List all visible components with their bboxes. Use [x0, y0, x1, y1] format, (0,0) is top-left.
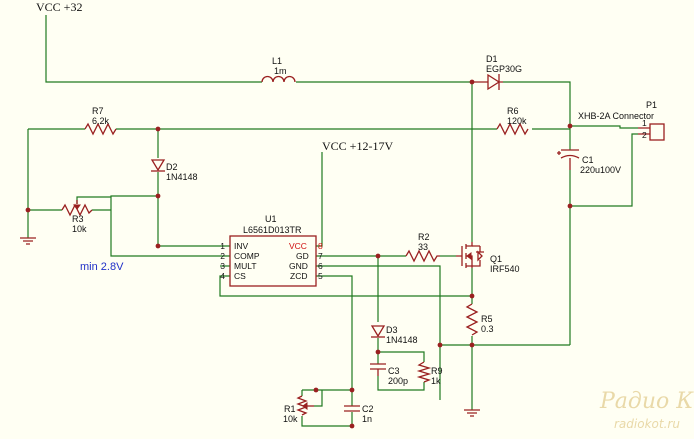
watermark-url: radiokot.ru: [614, 417, 680, 431]
l1-ref: L1: [272, 56, 282, 66]
resistor-r6: R6 120k: [496, 106, 529, 136]
p1-ref: P1: [646, 100, 657, 110]
resistor-r5: R5 0.3: [465, 303, 494, 336]
r3-ref: R3: [72, 214, 84, 224]
r9-value: 1k: [431, 376, 441, 386]
r2-ref: R2: [418, 232, 430, 242]
diode-d2: D2 1N4148: [150, 159, 198, 182]
pin-3-name: MULT: [234, 261, 257, 271]
watermark-logo: Радио КОТ: [599, 389, 694, 414]
d3-value: 1N4148: [386, 335, 418, 345]
resistor-r7: R7 6.2k: [84, 106, 117, 136]
pin-7-num: 7: [318, 251, 323, 261]
c3-ref: C3: [388, 366, 400, 376]
p1-pin-1: 1: [642, 118, 647, 128]
pin-6-num: 6: [318, 261, 323, 271]
pin-2-num: 2: [220, 251, 225, 261]
pin-3-num: 3: [220, 261, 225, 271]
diode-d3: D3 1N4148: [370, 325, 418, 345]
r5-value: 0.3: [481, 324, 494, 334]
capacitor-c2: C2 1n: [344, 404, 374, 424]
q1-value: IRF540: [490, 264, 520, 274]
ground-symbol-left: [20, 237, 36, 245]
potentiometer-r1: R1 10k: [283, 395, 314, 424]
diode-d1: D1 EGP30G: [472, 54, 522, 91]
pin-2-name: COMP: [234, 251, 260, 261]
p1-pin-2: 2: [642, 130, 647, 140]
d2-value: 1N4148: [166, 172, 198, 182]
r1-value: 10k: [283, 414, 298, 424]
d2-ref: D2: [166, 162, 178, 172]
pin-4-name: CS: [234, 271, 246, 281]
r2-value: 33: [418, 242, 428, 252]
pin-6-name: GND: [289, 261, 308, 271]
r7-ref: R7: [92, 106, 104, 116]
min-voltage-note: min 2.8V: [80, 261, 124, 273]
inductor-l1: L1 1m: [261, 56, 296, 83]
vcc-main-label: VCC +32: [36, 0, 82, 14]
c2-ref: C2: [362, 404, 374, 414]
d1-ref: D1: [486, 54, 498, 64]
pin-4-num: 4: [220, 271, 225, 281]
mosfet-q1: Q1 IRF540: [456, 242, 520, 274]
r6-ref: R6: [507, 106, 519, 116]
pin-8-name: VCC: [289, 241, 307, 251]
r7-value: 6.2k: [92, 116, 110, 126]
capacitor-c1: C1 220u100V: [557, 149, 621, 175]
resistor-r9: R9 1k: [416, 361, 443, 386]
pin-5-num: 5: [318, 271, 323, 281]
pin-1-num: 1: [220, 241, 225, 251]
capacitor-c3: C3 200p: [370, 363, 408, 386]
connector-p1: 1 2 P1 XHB-2A Connector: [578, 100, 665, 141]
c1-ref: C1: [582, 155, 594, 165]
r6-value: 120k: [507, 116, 527, 126]
r1-ref: R1: [284, 404, 296, 414]
potentiometer-r3: R3 10k: [61, 200, 93, 234]
r3-value: 10k: [72, 224, 87, 234]
d3-ref: D3: [386, 325, 398, 335]
pin-8-num: 8: [318, 241, 323, 251]
wires: [27, 15, 638, 427]
p1-value: XHB-2A Connector: [578, 111, 654, 121]
pin-1-name: INV: [234, 241, 249, 251]
q1-ref: Q1: [490, 254, 502, 264]
c1-value: 220u100V: [580, 165, 621, 175]
d1-value: EGP30G: [486, 64, 522, 74]
vcc-ic-label: VCC +12-17V: [322, 139, 393, 153]
u1-value: L6561D013TR: [243, 225, 302, 235]
u1-ref: U1: [265, 214, 277, 224]
c3-value: 200p: [388, 376, 408, 386]
pin-5-name: ZCD: [290, 271, 307, 281]
l1-value: 1m: [274, 66, 287, 76]
ic-u1: U1 L6561D013TR 1 INV 2 COMP 3 MULT 4 CS …: [220, 214, 323, 287]
resistor-r2: R2 33: [405, 232, 440, 263]
junctions: [25, 79, 573, 429]
r5-ref: R5: [481, 314, 493, 324]
pin-7-name: GD: [296, 251, 309, 261]
c2-value: 1n: [362, 414, 372, 424]
ground-symbol-right: [464, 409, 480, 417]
r9-ref: R9: [431, 366, 443, 376]
